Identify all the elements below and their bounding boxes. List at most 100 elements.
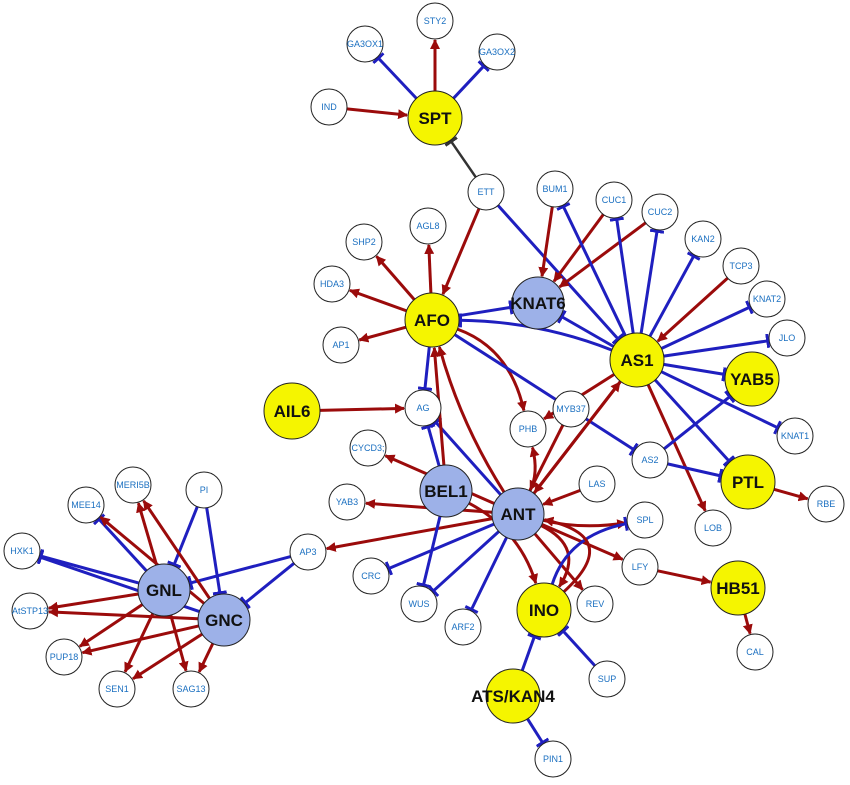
node-circle	[407, 90, 463, 146]
node-atstp13[interactable]: AtSTP13	[11, 592, 49, 630]
node-kan2[interactable]: KAN2	[684, 220, 722, 258]
node-as2[interactable]: AS2	[631, 441, 669, 479]
edge-ino-to-ant	[543, 516, 592, 593]
node-knat6[interactable]: KNAT6	[510, 276, 566, 330]
edge-as1-to-cuc1	[609, 216, 635, 334]
node-las[interactable]: LAS	[578, 465, 616, 503]
node-ant[interactable]: ANT	[491, 487, 545, 541]
node-circle	[534, 740, 572, 778]
node-ino[interactable]: INO	[516, 582, 572, 638]
node-gnl[interactable]: GNL	[137, 563, 191, 617]
node-ats[interactable]: ATS/KAN4	[471, 668, 555, 724]
node-cycd3[interactable]: CYCD3;	[349, 429, 387, 467]
node-knat1[interactable]: KNAT1	[776, 417, 814, 455]
edge-as1-to-cuc2	[639, 228, 665, 334]
node-yab5[interactable]: YAB5	[724, 351, 780, 407]
node-label: PUP18	[50, 652, 79, 662]
node-tcp3[interactable]: TCP3	[722, 247, 760, 285]
node-label: LFY	[632, 562, 649, 572]
edge-afo-to-ag	[417, 346, 433, 391]
edge-as1-to-knat2	[660, 300, 754, 350]
node-circle	[641, 193, 679, 231]
node-rev[interactable]: REV	[576, 585, 614, 623]
edge-sup-to-ino	[557, 625, 597, 667]
edge-ptl-to-rbe	[773, 487, 809, 502]
node-sup[interactable]: SUP	[588, 660, 626, 698]
node-label: BUM1	[542, 184, 567, 194]
node-rbe[interactable]: RBE	[807, 485, 845, 523]
node-pin1[interactable]: PIN1	[534, 740, 572, 778]
node-phb[interactable]: PHB	[509, 410, 547, 448]
node-afo[interactable]: AFO	[404, 292, 460, 348]
node-label: YAB5	[730, 370, 774, 389]
node-circle	[3, 532, 41, 570]
node-bum1[interactable]: BUM1	[536, 170, 574, 208]
node-pup18[interactable]: PUP18	[45, 638, 83, 676]
node-gnc[interactable]: GNC	[197, 593, 251, 647]
edge-as1-to-lob	[646, 383, 707, 512]
node-pi[interactable]: PI	[185, 471, 223, 509]
node-label: CUC2	[648, 207, 673, 217]
node-sen1[interactable]: SEN1	[98, 670, 136, 708]
node-ga3ox1[interactable]: GA3OX1	[346, 25, 384, 63]
node-circle	[409, 207, 447, 245]
node-cuc2[interactable]: CUC2	[641, 193, 679, 231]
node-shp2[interactable]: SHP2	[345, 223, 383, 261]
node-label: KNAT1	[781, 431, 809, 441]
edge-gnl-to-pup18	[78, 603, 144, 648]
node-agl8[interactable]: AGL8	[409, 207, 447, 245]
node-spt[interactable]: SPT	[407, 90, 463, 146]
node-label: AFO	[414, 311, 450, 330]
node-bel1[interactable]: BEL1	[419, 464, 473, 518]
node-label: PHB	[519, 424, 538, 434]
node-cuc1[interactable]: CUC1	[595, 181, 633, 219]
edge-ant-to-ap3	[325, 517, 493, 552]
edge-pi-to-gnc	[205, 507, 227, 596]
node-ail6[interactable]: AIL6	[263, 382, 321, 440]
edge-gnl-to-meri5b	[136, 502, 159, 566]
node-hda3[interactable]: HDA3	[313, 265, 351, 303]
node-ind[interactable]: IND	[310, 88, 348, 126]
edge-as1-to-knat1	[660, 370, 782, 435]
node-lfy[interactable]: LFY	[621, 548, 659, 586]
node-meri5b[interactable]: MERI5B	[114, 466, 152, 504]
node-crc[interactable]: CRC	[352, 557, 390, 595]
node-wus[interactable]: WUS	[400, 585, 438, 623]
node-jlo[interactable]: JLO	[768, 319, 806, 357]
node-as1[interactable]: AS1	[609, 332, 665, 388]
node-circle	[289, 533, 327, 571]
node-ap1[interactable]: AP1	[322, 326, 360, 364]
edge-as1-to-yab5	[663, 362, 727, 382]
node-sty2[interactable]: STY2	[416, 2, 454, 40]
node-yab3[interactable]: YAB3	[328, 483, 366, 521]
node-circle	[626, 501, 664, 539]
node-lob[interactable]: LOB	[694, 509, 732, 547]
node-ap3[interactable]: AP3	[289, 533, 327, 571]
node-sag13[interactable]: SAG13	[172, 670, 210, 708]
node-arf2[interactable]: ARF2	[444, 608, 482, 646]
node-ptl[interactable]: PTL	[720, 454, 776, 510]
node-ett[interactable]: ETT	[467, 173, 505, 211]
edge-gnl-to-atstp13	[47, 592, 139, 612]
node-hb51[interactable]: HB51	[710, 560, 766, 616]
node-circle	[576, 585, 614, 623]
node-ga3ox2[interactable]: GA3OX2	[478, 33, 516, 71]
node-label: SPL	[636, 515, 653, 525]
node-cal[interactable]: CAL	[736, 633, 774, 671]
node-circle	[313, 265, 351, 303]
node-label: ANT	[501, 505, 537, 524]
edge-afo-to-as2	[453, 333, 639, 457]
node-ag[interactable]: AG	[404, 389, 442, 427]
node-circle	[404, 389, 442, 427]
node-hxk1[interactable]: HXK1	[3, 532, 41, 570]
node-mee14[interactable]: MEE14	[67, 486, 105, 524]
node-knat2[interactable]: KNAT2	[748, 280, 786, 318]
edge-as2-to-ptl	[667, 462, 724, 483]
node-label: PIN1	[543, 754, 563, 764]
node-circle	[509, 410, 547, 448]
node-circle	[578, 465, 616, 503]
node-circle	[516, 582, 572, 638]
node-spl[interactable]: SPL	[626, 501, 664, 539]
node-myb37[interactable]: MYB37	[552, 390, 590, 428]
edge-bel1-to-ag	[421, 423, 441, 467]
